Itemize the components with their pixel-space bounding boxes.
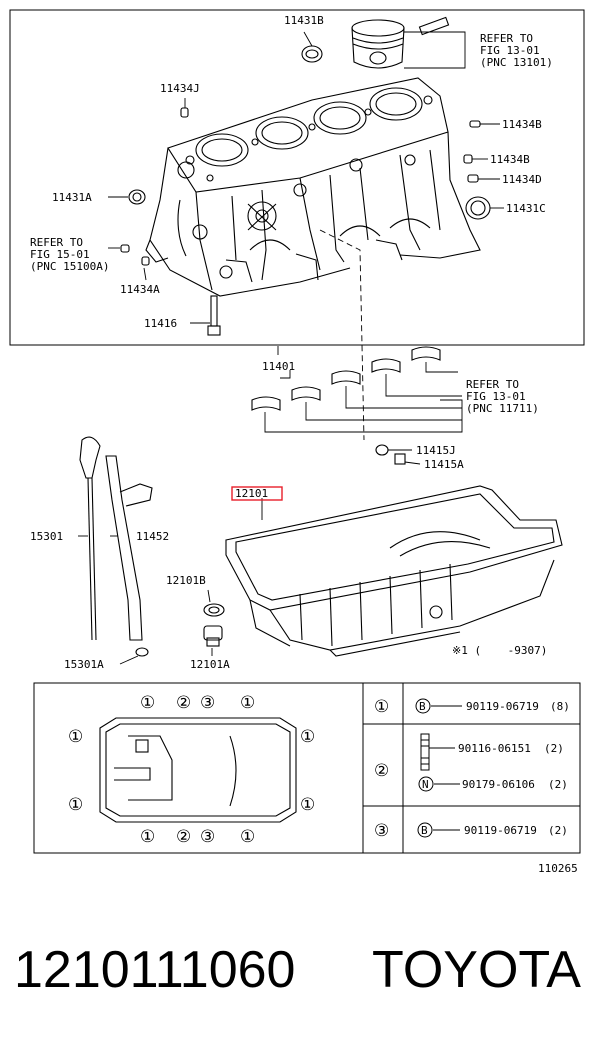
legend-row-1: ① B 90119-06719 (8) (374, 697, 570, 717)
legend-row-2: ② 90116-06151 (2) N 90179-06106 (2) (374, 733, 568, 792)
legend-qty-2b: (2) (548, 778, 568, 791)
pan-bolt-mark-right-2: ① (300, 795, 315, 815)
dipstick-drawing (79, 436, 153, 657)
pan-bolt-mark-top-3: ③ (200, 693, 215, 713)
pan-bolt-marks: ① ② ③ ① ① ② ③ ① ① ① ① ① (68, 693, 315, 847)
refer-note-1: REFER TO FIG 13-01 (PNC 13101) (480, 32, 553, 69)
legend-index-2: ② (374, 761, 389, 781)
leader-lines-lower (78, 346, 279, 665)
callout-11452: 11452 (136, 530, 169, 543)
bolt-badge-icon (417, 822, 433, 838)
refer-note-2-line-3: (PNC 15100A) (30, 260, 109, 273)
refer-note-2: REFER TO FIG 15-01 (PNC 15100A) (30, 236, 109, 273)
legend-qty-3: (2) (548, 824, 568, 837)
legend-part-1: 90119-06719 (466, 700, 539, 713)
legend-badge-1: B (419, 700, 426, 713)
plug-parts (120, 107, 491, 336)
refer-note-1-line-1: REFER TO (480, 32, 533, 45)
legend-frame (33, 682, 581, 854)
legend-part-3: 90119-06719 (464, 824, 537, 837)
refer-note-3-line-3: (PNC 11711) (466, 402, 539, 415)
pan-bolt-mark-top-2: ② (176, 693, 191, 713)
cylinder-block-drawing (145, 77, 481, 297)
refer-note-2-line-2: FIG 15-01 (30, 248, 90, 261)
legend-badge-3: B (421, 824, 428, 837)
part-number: 1210111060 (14, 941, 296, 999)
stud-bolt-icon (420, 733, 430, 771)
refer-note-3-line-1: REFER TO (466, 378, 519, 391)
pan-bolt-mark-top-4: ① (240, 693, 255, 713)
legend-qty-1: (8) (550, 700, 570, 713)
callout-12101: 12101 (235, 487, 268, 500)
callout-15301A: 15301A (64, 658, 104, 671)
pan-top-view (99, 717, 297, 823)
legend-index-1: ① (374, 697, 389, 717)
callout-12101A: 12101A (190, 658, 230, 671)
callout-11434J: 11434J (160, 82, 200, 95)
oil-pan-drawing (203, 485, 563, 657)
piston-drawing (301, 16, 450, 69)
callout-labels: 11431B 11434J 11431A 11434A 11416 11434B… (30, 14, 546, 671)
pan-bolt-mark-bottom-2: ② (176, 827, 191, 847)
pan-bolt-mark-top-1: ① (140, 693, 155, 713)
callout-11401: 11401 (262, 360, 295, 373)
callout-11431C: 11431C (506, 202, 546, 215)
refer-note-3: REFER TO FIG 13-01 (PNC 11711) (466, 378, 539, 415)
callout-11431B: 11431B (284, 14, 324, 27)
callout-11434A: 11434A (120, 283, 160, 296)
legend-badge-2b: N (422, 778, 429, 791)
pan-bolt-mark-left-1: ① (68, 727, 83, 747)
leader-lines-upper (108, 31, 504, 441)
highlight-box (231, 486, 283, 501)
callout-11415A: 11415A (424, 458, 464, 471)
pan-bolt-mark-left-2: ① (68, 795, 83, 815)
refer-note-2-line-1: REFER TO (30, 236, 83, 249)
callout-11416: 11416 (144, 317, 177, 330)
legend-row-3: ③ B 90119-06719 (2) (374, 821, 568, 841)
legend-part-2a: 90116-06151 (458, 742, 531, 755)
leader-lines-bearing (264, 362, 463, 465)
refer-note-1-line-3: (PNC 13101) (480, 56, 553, 69)
bolt-badge-icon (415, 698, 431, 714)
callout-11434B-1: 11434B (502, 118, 542, 131)
legend-part-2b: 90179-06106 (462, 778, 535, 791)
engine-block-frame (9, 9, 585, 346)
refer-note-3-line-2: FIG 13-01 (466, 390, 526, 403)
pan-bolt-mark-bottom-4: ① (240, 827, 255, 847)
range-note: ※1 ( -9307) (452, 644, 547, 657)
callout-11415J: 11415J (416, 444, 456, 457)
nut-badge-icon (418, 776, 434, 792)
brand-name: TOYOTA (372, 941, 581, 999)
pan-bolt-mark-bottom-1: ① (140, 827, 155, 847)
legend-index-3: ③ (374, 821, 389, 841)
pan-bolt-mark-bottom-3: ③ (200, 827, 215, 847)
callout-15301: 15301 (30, 530, 63, 543)
refer-note-1-line-2: FIG 13-01 (480, 44, 540, 57)
callout-12101B: 12101B (166, 574, 206, 587)
callout-11434D: 11434D (502, 173, 542, 186)
pan-bolt-mark-right-1: ① (300, 727, 315, 747)
legend-qty-2a: (2) (544, 742, 564, 755)
callout-11434B-2: 11434B (490, 153, 530, 166)
figure-number: 110265 (538, 862, 578, 875)
callout-11431A: 11431A (52, 191, 92, 204)
